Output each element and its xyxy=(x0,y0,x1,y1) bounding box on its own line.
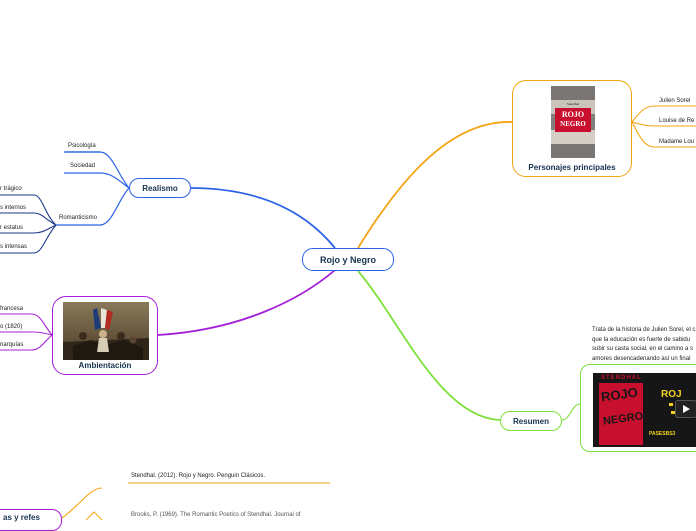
referencias-node-partial[interactable]: as y refes xyxy=(0,509,62,531)
connector-ref xyxy=(61,487,103,519)
book-cover-author: Stendhal xyxy=(566,102,580,106)
ambientacion-painting-image xyxy=(63,302,149,360)
personajes-item-1[interactable]: Julien Sorel xyxy=(659,98,691,104)
connector-sub4 xyxy=(0,224,57,254)
realismo-item-psicologia[interactable]: Psicología xyxy=(68,143,96,149)
reference-1[interactable]: Stendhal. (2012). Rojo y Negro. Penguin … xyxy=(131,473,266,479)
realismo-item-romanticismo[interactable]: Romanticismo xyxy=(59,215,98,221)
realismo-sub-1[interactable]: r trágico xyxy=(0,186,22,192)
connector-sub3 xyxy=(0,224,57,234)
resumen-node[interactable]: Resumen xyxy=(500,411,562,431)
mindmap-connectors xyxy=(0,105,696,520)
realismo-sub-3[interactable]: r estatus xyxy=(0,225,24,231)
central-node-label: Rojo y Negro xyxy=(319,254,376,265)
connector-pers3 xyxy=(631,121,696,148)
connector-pers1 xyxy=(631,105,696,123)
book-cover-title-top: ROJO xyxy=(561,110,585,119)
connector-ambientacion xyxy=(157,269,336,336)
realismo-label: Realismo xyxy=(142,183,178,193)
poster-side-word: ROJ xyxy=(661,389,682,400)
reference-2[interactable]: Brooks, P. (1969). The Romantic Poetics … xyxy=(131,512,301,518)
resumen-text-line-4: amores desencadenando así un final xyxy=(592,355,691,362)
connector-realismo xyxy=(189,187,336,249)
connector-romanticismo xyxy=(56,187,130,226)
connector-pers2 xyxy=(631,121,696,127)
referencias-label: as y refes xyxy=(3,513,40,522)
poster-corner-word: PASESBS3 xyxy=(649,431,676,437)
resumen-text-line-1: Trata de la historia de Julien Sorel, el… xyxy=(592,327,696,333)
resumen-text-line-3: subir su casta social, en el camino a s xyxy=(592,346,694,352)
book-cover-image: Stendhal ROJO NEGRO xyxy=(551,86,595,158)
realismo-node[interactable]: Realismo xyxy=(129,178,191,198)
connector-sub1 xyxy=(0,194,57,226)
resumen-text: Trata de la historia de Julien Sorel, el… xyxy=(592,326,696,364)
ref-chevron xyxy=(85,511,103,520)
resumen-text-line-2: que la educación es fuerte de sabidu xyxy=(592,336,691,343)
connector-personajes xyxy=(357,121,513,249)
resumen-poster-image: STENDHAL ROJO NEGRO ROJ PASESBS3 xyxy=(593,373,696,447)
connector-sociedad xyxy=(64,172,130,189)
resumen-media-card[interactable]: STENDHAL ROJO NEGRO ROJ PASESBS3 xyxy=(580,364,696,452)
connector-amb2 xyxy=(0,331,53,336)
connector-resumen xyxy=(357,270,501,421)
personajes-card[interactable]: Stendhal ROJO NEGRO Personajes principal… xyxy=(512,80,632,177)
realismo-sub-2[interactable]: s internos xyxy=(0,205,27,211)
ambientacion-card[interactable]: Ambientación xyxy=(52,296,158,375)
play-button-icon[interactable] xyxy=(675,400,696,418)
connector-amb1 xyxy=(0,313,53,336)
realismo-item-sociedad[interactable]: Sociedad xyxy=(70,163,96,169)
central-node[interactable]: Rojo y Negro xyxy=(302,248,394,271)
personajes-item-3[interactable]: Madame Lou xyxy=(659,139,695,145)
connector-psicologia xyxy=(64,151,130,189)
personajes-item-2[interactable]: Louise de Re xyxy=(659,118,695,124)
connector-amb3 xyxy=(0,334,53,351)
ambientacion-item-2[interactable]: o (1820) xyxy=(0,324,23,330)
book-cover-title-bottom: NEGRO xyxy=(560,120,586,128)
ambientacion-item-1[interactable]: francesa xyxy=(0,306,24,312)
poster-top-word: STENDHAL xyxy=(601,375,642,381)
ambientacion-label: Ambientación xyxy=(78,361,132,370)
realismo-sub-4[interactable]: s intensas xyxy=(0,244,28,250)
resumen-label: Resumen xyxy=(512,416,549,426)
connector-resumen-detail xyxy=(561,403,581,421)
ambientacion-item-3[interactable]: narquías xyxy=(0,342,24,348)
personajes-label: Personajes principales xyxy=(528,163,616,172)
connector-sub2 xyxy=(0,212,57,226)
